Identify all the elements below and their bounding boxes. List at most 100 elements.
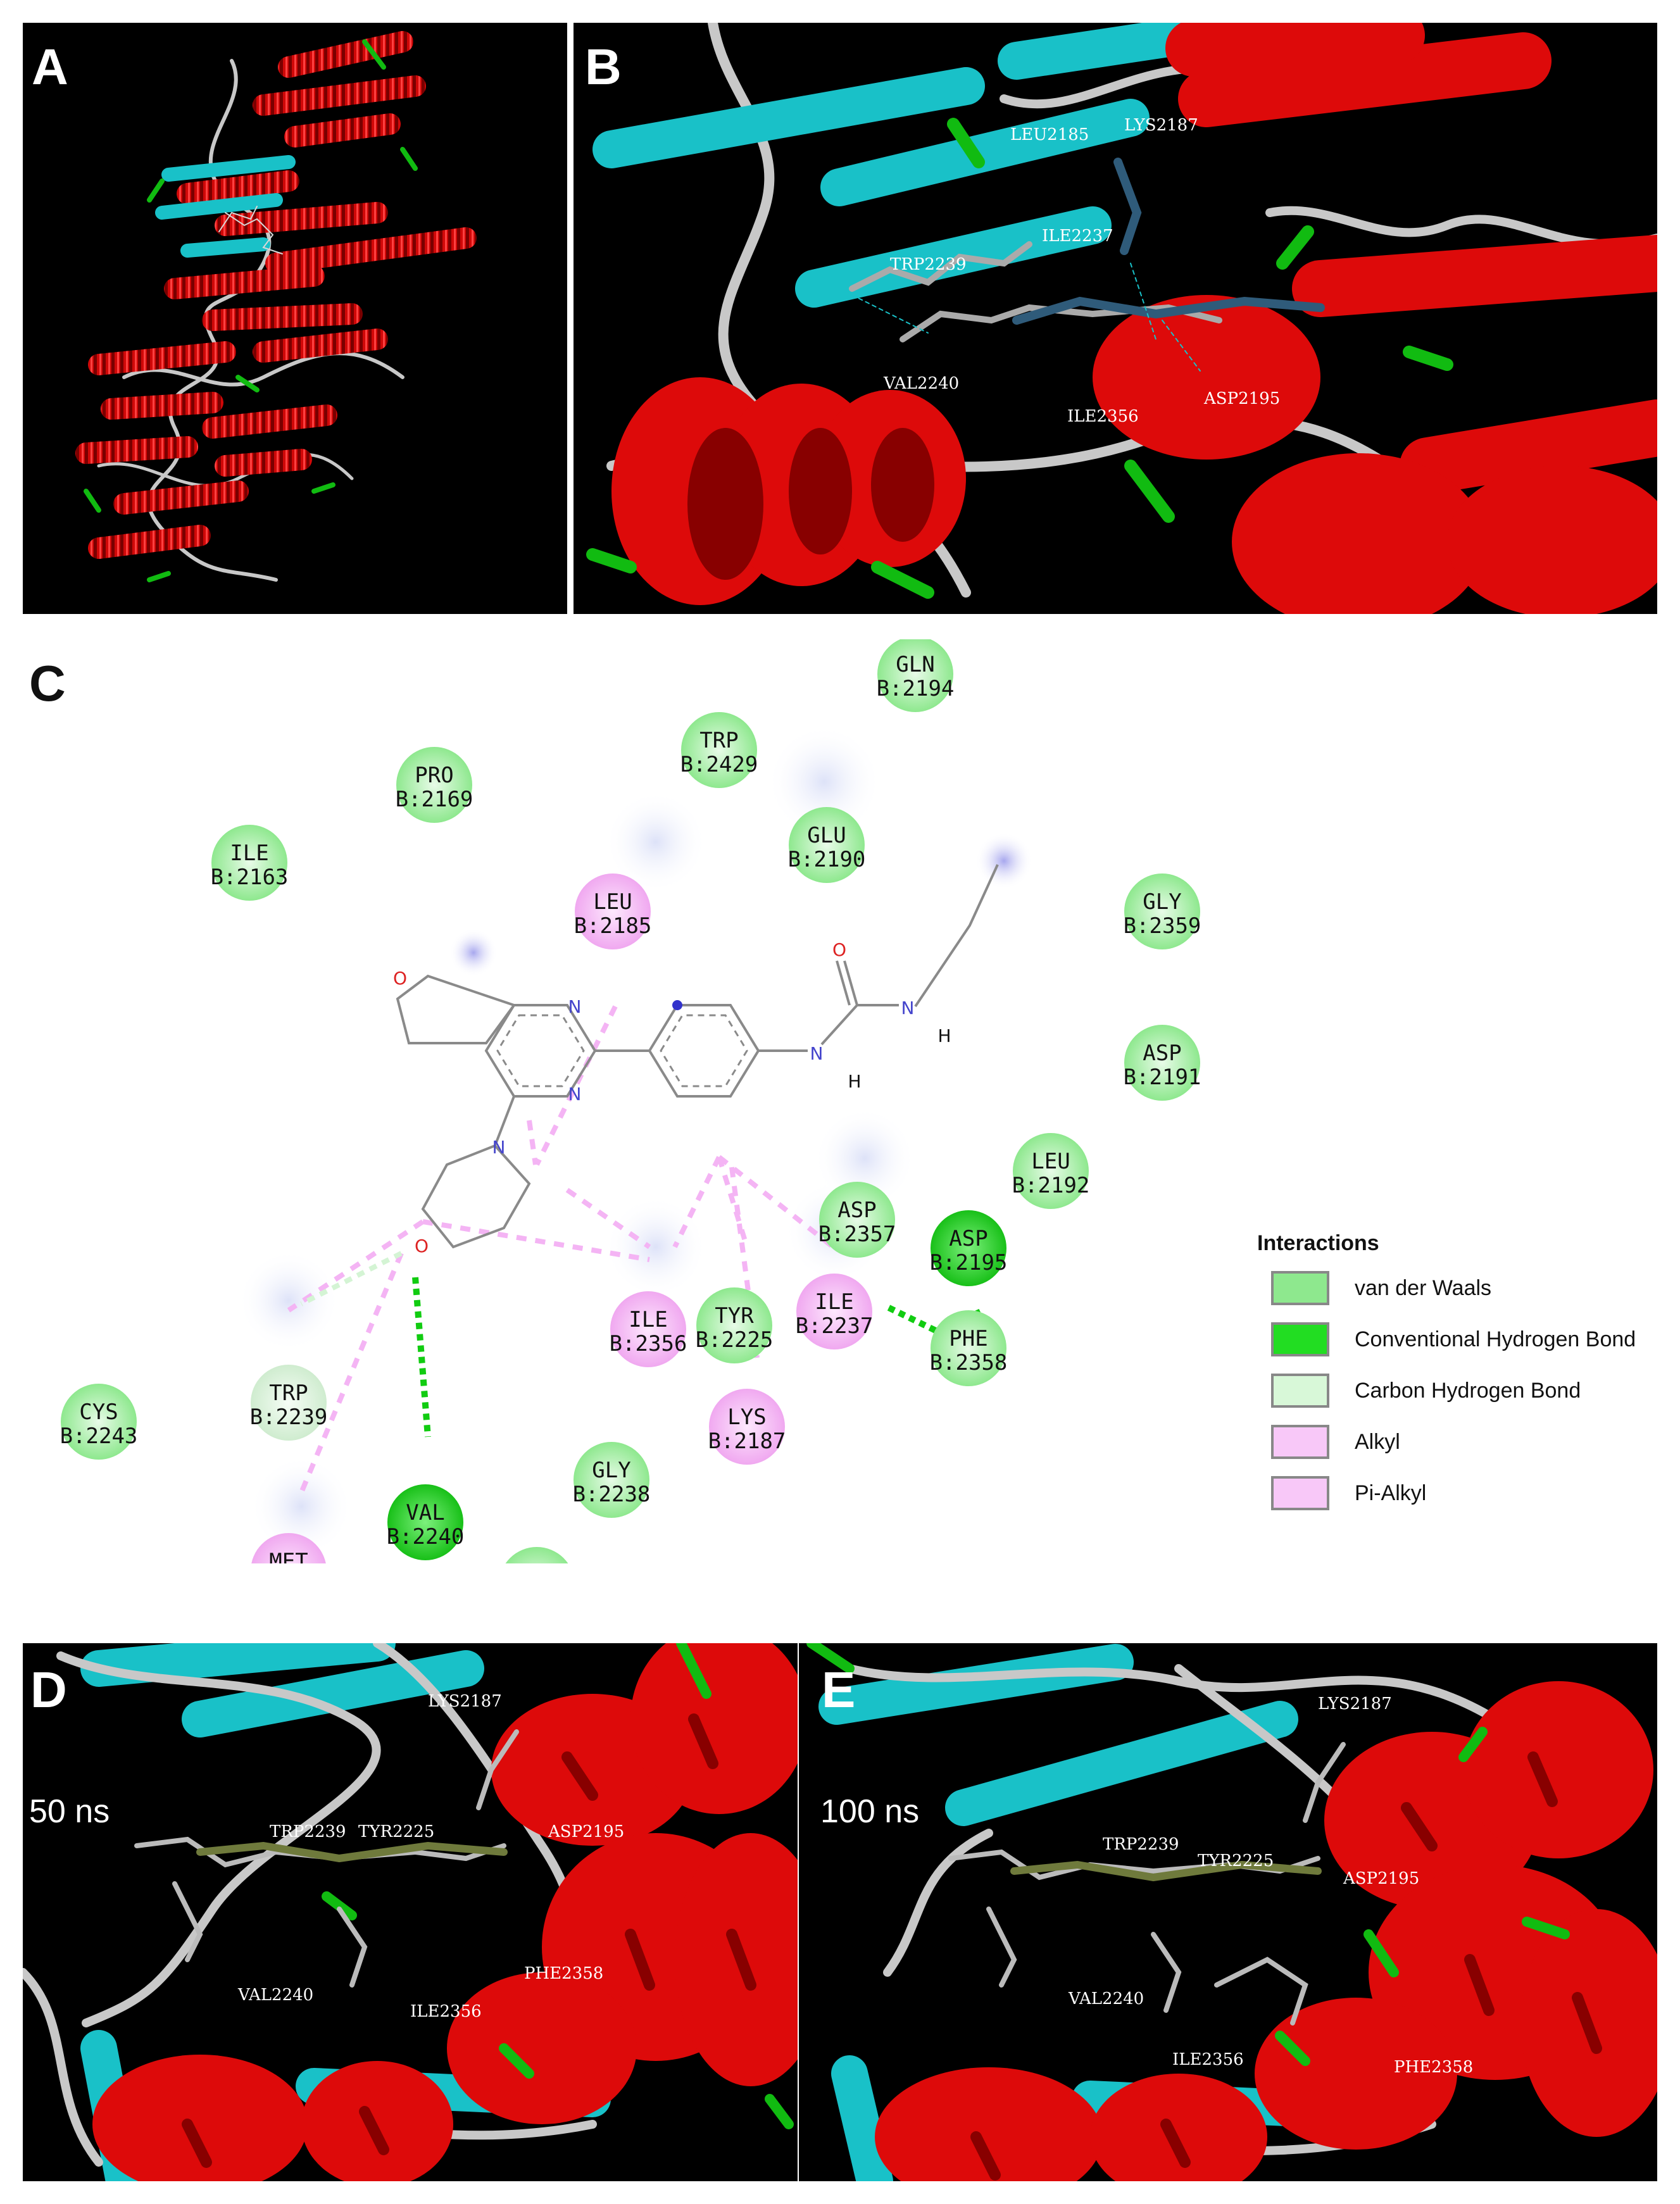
residue-number: B:2358 (930, 1350, 1008, 1375)
legend-swatch (1271, 1374, 1329, 1408)
panel-e-residue-label: PHE2358 (1394, 2058, 1473, 2077)
residue-name: GLY (1143, 889, 1181, 915)
panel-d-md-snapshot-50ns: LYS2187 TRP2239 TYR2225 ASP2195 VAL2240 … (23, 1643, 798, 2181)
panel-d-residue-label: PHE2358 (524, 1964, 603, 1983)
residue-number: B:2191 (1124, 1065, 1201, 1090)
residue-name: TYR (715, 1303, 754, 1329)
panel-e-label: E (822, 1662, 856, 1718)
legend-swatch (1271, 1425, 1329, 1459)
legend-label: Alkyl (1355, 1429, 1400, 1454)
panel-a-label: A (32, 39, 68, 95)
residue-bubble (574, 1442, 649, 1518)
residue-number: B:2185 (574, 913, 652, 939)
residue-number: B:2169 (396, 787, 473, 812)
residue-name: ILE (629, 1307, 667, 1332)
residue-number: B:2429 (680, 752, 758, 777)
atom-nitrogen: N (568, 1084, 582, 1105)
ligand-atoms: O O O N N N N N H H (393, 939, 951, 1256)
residue-number: B:2190 (788, 847, 866, 872)
panel-b-residue-label: ILE2237 (1042, 227, 1113, 246)
atom-oxygen: O (415, 1236, 429, 1256)
panel-e-residue-label: ILE2356 (1172, 2050, 1244, 2069)
panel-e-residue-label: VAL2240 (1068, 1989, 1144, 2008)
residue-bubble (931, 1210, 1006, 1286)
atom-oxygen: O (393, 968, 407, 989)
residue-bubble (499, 1547, 575, 1623)
atom-hydrogen: H (937, 1025, 951, 1046)
residue-bubble (251, 1365, 327, 1441)
residue-number: B:2238 (573, 1482, 651, 1507)
panel-d-residue-label: ASP2195 (548, 1822, 624, 1841)
panel-e-time-label: 100 ns (820, 1793, 920, 1830)
panel-d-residue-label: TYR2225 (358, 1822, 434, 1841)
panel-a-protein-render (75, 31, 477, 582)
panel-e-protein-render: LYS2187 TRP2239 TYR2225 ASP2195 VAL2240 … (806, 1643, 1657, 2181)
residue-bubble (396, 747, 472, 823)
legend-title: Interactions (1257, 1231, 1379, 1255)
panel-a-full-protein-view: A (23, 23, 567, 614)
panel-e-residue-label: TYR2225 (1198, 1851, 1274, 1870)
residue-name: TRP (699, 728, 738, 753)
atom-nitrogen: N (901, 998, 915, 1018)
residue-name: ASP (837, 1198, 876, 1223)
residue-bubble (1124, 873, 1200, 949)
panel-b-residue-label: TRP2239 (890, 255, 967, 274)
residue-bubble (681, 712, 757, 788)
residue-number: B:2240 (387, 1524, 465, 1550)
panel-d-label: D (30, 1662, 67, 1718)
panel-c-2d-diagram: O O O N N N N N H H ILEB:2163PROB:2169TR… (60, 636, 1201, 1623)
panel-c-label: C (29, 655, 66, 711)
atom-nitrogen: N (810, 1043, 824, 1064)
residue-number: B:2187 (708, 1429, 786, 1454)
residue-number: B:2195 (930, 1250, 1008, 1275)
residue-bubble (819, 1182, 895, 1258)
residue-number: B:2356 (610, 1331, 687, 1356)
legend-swatch (1271, 1271, 1329, 1305)
legend-item-pi-alkyl: Pi-Alkyl (1271, 1474, 1426, 1512)
residue-bubble (931, 1310, 1006, 1386)
panel-b-label: B (585, 39, 622, 95)
residue-name: GLU (807, 823, 846, 848)
residue-name: LEU (1031, 1149, 1070, 1174)
atom-oxygen: O (832, 939, 846, 960)
solvent-halos (238, 725, 1032, 1557)
residue-name: ILE (815, 1289, 853, 1315)
residue-number: B:2163 (211, 865, 289, 890)
residue-name: ILE (230, 841, 268, 866)
panel-d-residue-label: ILE2356 (410, 2002, 482, 2021)
legend-label: Conventional Hydrogen Bond (1355, 1327, 1636, 1351)
residue-bubble (789, 807, 865, 883)
residue-name: PHE (949, 1326, 987, 1351)
residue-name: VAL (406, 1500, 444, 1525)
panel-c-interaction-diagram: C (23, 636, 1657, 1623)
residue-bubble (696, 1287, 772, 1363)
residue-name: ASP (1143, 1041, 1181, 1066)
panel-d-residue-label: VAL2240 (237, 1986, 313, 2005)
panel-d-residue-label: LYS2187 (428, 1692, 502, 1711)
residue-bubble (211, 825, 287, 901)
residue-name: GLN (896, 652, 934, 677)
residue-name: MET (269, 1549, 308, 1563)
residue-name: TRP (269, 1381, 308, 1406)
residue-name: LEU (593, 889, 632, 915)
legend-label: Pi-Alkyl (1355, 1481, 1427, 1505)
residue-bubble (709, 1389, 785, 1465)
panel-e-residue-label: LYS2187 (1318, 1694, 1392, 1713)
atom-hydrogen: H (848, 1071, 861, 1092)
legend-label: van der Waals (1355, 1275, 1492, 1300)
residue-bubble (387, 1484, 463, 1560)
